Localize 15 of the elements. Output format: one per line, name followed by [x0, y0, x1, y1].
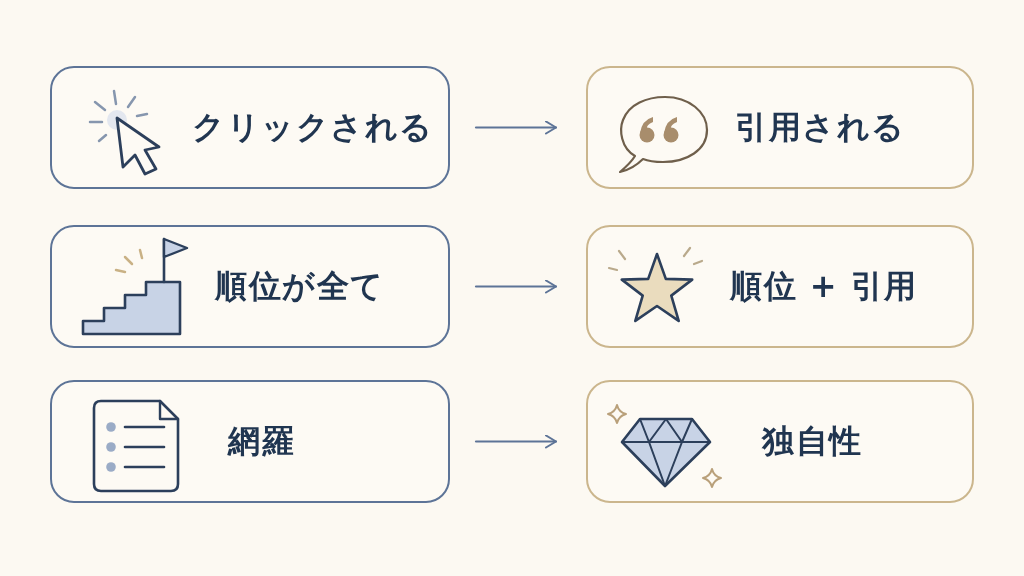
arrow [474, 120, 558, 135]
rounded-box [586, 225, 974, 348]
box-label: クリックされる [192, 108, 434, 147]
rounded-box [50, 225, 450, 348]
box-label: 順位が全て [215, 267, 385, 306]
box-label: 引用される [735, 108, 906, 147]
box-label: 独自性 [762, 422, 863, 461]
arrow [474, 434, 558, 449]
rounded-box [50, 66, 450, 189]
box-label: 順位 + 引用 [730, 267, 918, 306]
box-label: 網羅 [228, 422, 295, 461]
rounded-box [586, 66, 974, 189]
rounded-box [586, 380, 974, 503]
arrow [474, 279, 558, 294]
rounded-box [50, 380, 450, 503]
